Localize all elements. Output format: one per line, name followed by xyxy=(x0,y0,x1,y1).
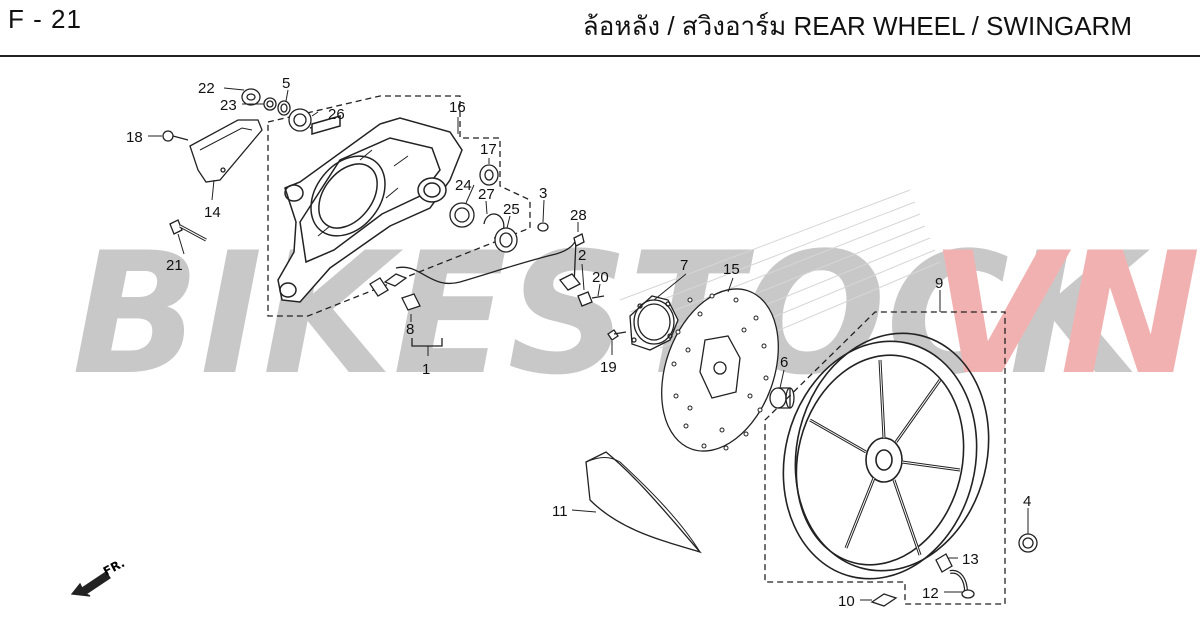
callout-28: 28 xyxy=(570,207,587,224)
callout-9: 9 xyxy=(935,275,943,292)
callout-26: 26 xyxy=(328,106,345,123)
callout-23: 23 xyxy=(220,97,237,114)
pivot-bolt-21 xyxy=(169,219,207,242)
callout-16: 16 xyxy=(449,99,466,116)
callout-6: 6 xyxy=(780,354,788,371)
callout-4: 4 xyxy=(1023,493,1031,510)
callout-5: 5 xyxy=(282,75,290,92)
bolt-19 xyxy=(607,329,627,341)
callout-18: 18 xyxy=(126,129,143,146)
callout-10: 10 xyxy=(838,593,855,610)
callout-21: 21 xyxy=(166,257,183,274)
leader-lines xyxy=(148,87,1029,601)
callout-20: 20 xyxy=(592,269,609,286)
balance-weight-10 xyxy=(870,593,898,607)
callout-12: 12 xyxy=(922,585,939,602)
wheel-assembly-frame xyxy=(764,311,1006,605)
collar-6 xyxy=(769,387,795,409)
callout-3: 3 xyxy=(539,185,547,202)
mud-guard-11 xyxy=(585,451,702,554)
callout-15: 15 xyxy=(723,261,740,278)
bearing-24 xyxy=(449,202,475,228)
callout-24: 24 xyxy=(455,177,472,194)
chain-guard xyxy=(189,119,263,183)
wheel-speed-sensor-cable xyxy=(369,239,582,297)
header: F - 21 ล้อหลัง / สวิงอาร์ม REAR WHEEL / … xyxy=(0,0,1200,57)
rear-wheel-9 xyxy=(782,332,990,580)
callout-17: 17 xyxy=(480,141,497,158)
callout-22: 22 xyxy=(198,80,215,97)
bearing-25 xyxy=(494,227,518,253)
front-direction-arrow xyxy=(70,571,111,597)
sensor-clip-8 xyxy=(401,293,421,311)
swingarm xyxy=(277,115,463,303)
nut-22 xyxy=(241,88,261,106)
bolt-20 xyxy=(577,291,605,307)
collar-17 xyxy=(479,164,499,186)
page-code: F - 21 xyxy=(8,4,82,34)
callout-13: 13 xyxy=(962,551,979,568)
sensor-bracket-frame xyxy=(411,338,443,347)
callout-14: 14 xyxy=(204,204,221,221)
page-title: ล้อหลัง / สวิงอาร์ม REAR WHEEL / SWINGAR… xyxy=(582,11,1132,41)
callout-25: 25 xyxy=(503,201,520,218)
bolt-18 xyxy=(162,130,189,142)
callout-8: 8 xyxy=(406,321,414,338)
seal-5 xyxy=(277,100,291,116)
washer-23 xyxy=(263,97,277,111)
callout-7: 7 xyxy=(680,257,688,274)
watermark-text: BIKESTOCK xyxy=(72,216,1150,412)
washer-3 xyxy=(537,222,549,232)
fr-label: FR. xyxy=(101,556,127,579)
brake-disc-15 xyxy=(661,288,779,452)
bearing-26 xyxy=(288,108,312,132)
callout-11: 11 xyxy=(552,503,568,520)
callout-labels: 1 2 3 4 5 6 7 8 9 10 11 12 13 14 15 16 1… xyxy=(101,75,1032,610)
header-divider xyxy=(0,55,1200,57)
callout-2: 2 xyxy=(578,247,586,264)
callout-1: 1 xyxy=(422,361,430,378)
watermark-text-accent: VN xyxy=(930,216,1200,412)
bolt-28 xyxy=(573,233,585,247)
pulser-ring-7 xyxy=(629,295,679,351)
valve-cap-13 xyxy=(935,553,953,573)
swingarm-assembly-frame xyxy=(267,95,531,317)
callout-19: 19 xyxy=(600,359,617,376)
seal-4 xyxy=(1018,533,1038,553)
callout-27: 27 xyxy=(478,186,495,203)
valve-12 xyxy=(949,569,975,599)
